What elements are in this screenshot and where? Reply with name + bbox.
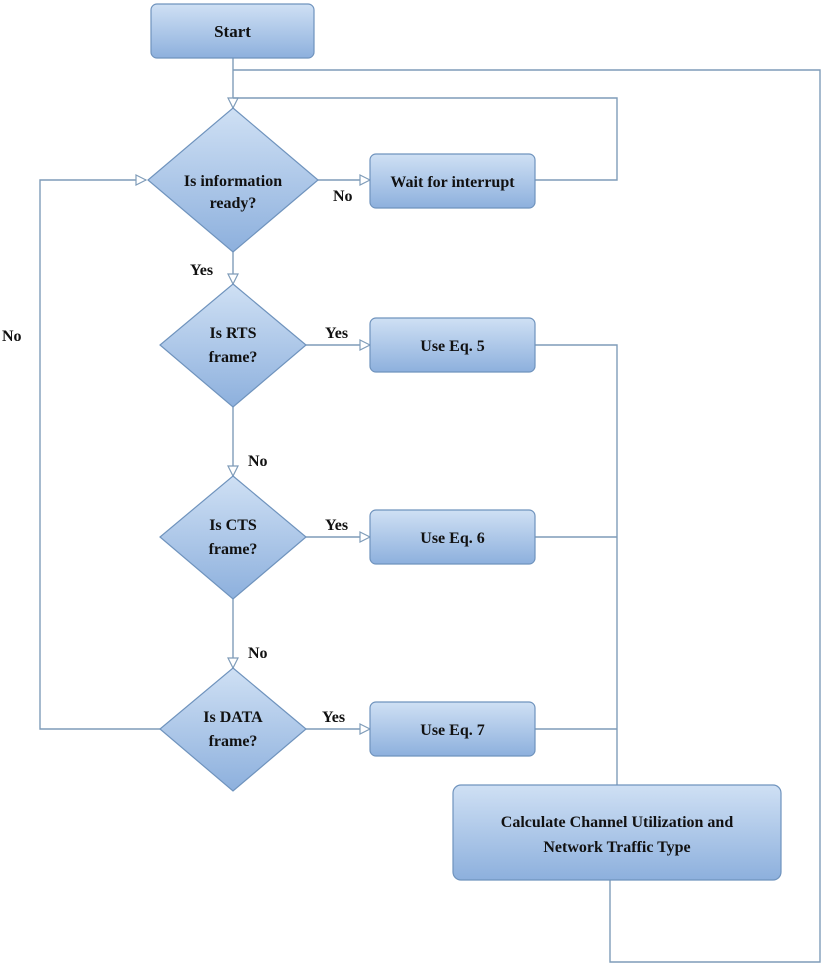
edge-label-rts-no: No	[248, 453, 268, 470]
decision-cts	[159, 475, 307, 600]
edge-label-data-no: No	[2, 328, 22, 345]
decision-info-label-line1: Is information	[184, 173, 282, 190]
decision-rts-label-line2: frame?	[209, 349, 258, 366]
decision-info-ready	[147, 107, 319, 253]
calculate-node	[452, 784, 782, 881]
wait-node	[369, 153, 536, 209]
edge-label-rts-yes: Yes	[325, 325, 348, 342]
decision-data-label-line1: Is DATA	[203, 709, 263, 726]
edge-calculate-loop-back	[233, 69, 821, 963]
use-eq6-node	[369, 509, 536, 565]
edge-label-data-yes: Yes	[322, 709, 345, 726]
use-eq6-label: Use Eq. 6	[420, 530, 484, 547]
start-label: Start	[214, 22, 251, 41]
edge-label-cts-no: No	[248, 645, 268, 662]
edge-label-info-no: No	[333, 188, 353, 205]
use-eq5-label: Use Eq. 5	[420, 338, 484, 355]
edge-wait-loop-back	[233, 97, 618, 181]
use-eq5-node	[369, 317, 536, 373]
start-node	[150, 3, 315, 59]
decision-data	[159, 667, 307, 792]
decision-rts-label-line1: Is RTS	[209, 325, 256, 342]
edge-data-no-loop	[39, 180, 160, 730]
decision-rts	[159, 283, 307, 408]
decision-cts-label-line2: frame?	[209, 541, 258, 558]
wait-label: Wait for interrupt	[390, 174, 515, 191]
edge-label-info-yes: Yes	[190, 262, 213, 279]
use-eq7-label: Use Eq. 7	[420, 722, 484, 739]
decision-data-label-line2: frame?	[209, 733, 258, 750]
calculate-label-line1: Calculate Channel Utilization and	[501, 814, 734, 831]
use-eq7-node	[369, 701, 536, 757]
edge-eq-collector	[535, 344, 618, 785]
calculate-label-line2: Network Traffic Type	[543, 839, 690, 856]
decision-info-label-line2: ready?	[210, 195, 257, 212]
edge-label-cts-yes: Yes	[325, 517, 348, 534]
decision-cts-label-line1: Is CTS	[209, 517, 257, 534]
